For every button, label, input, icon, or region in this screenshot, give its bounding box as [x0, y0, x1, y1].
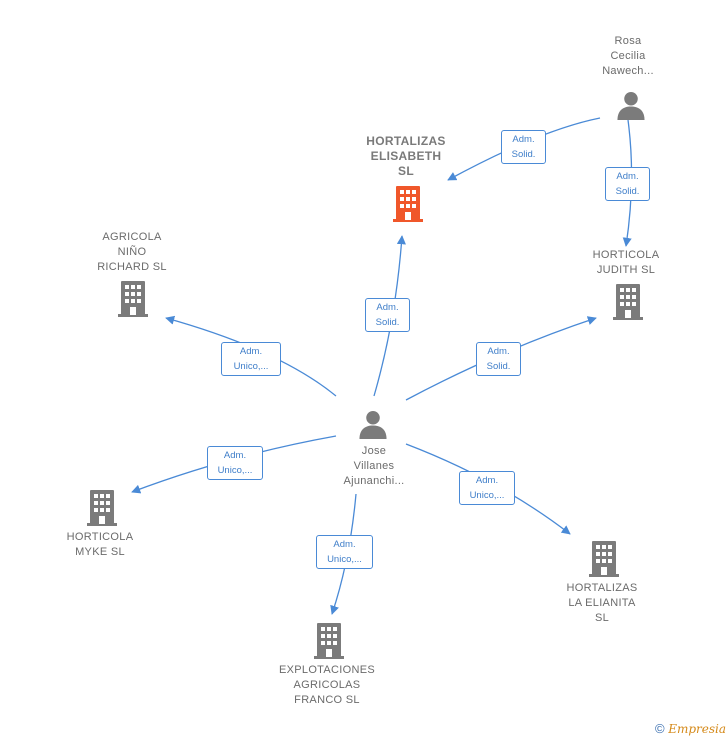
edge-label-jose-elisabeth[interactable]: Adm. Solid.: [365, 298, 410, 332]
edge-label-jose-explotaciones[interactable]: Adm. Unico,...: [316, 535, 373, 569]
node-rosa-label[interactable]: Rosa Cecilia Nawech...: [588, 34, 668, 79]
edge-label-line: Adm.: [475, 475, 499, 486]
label-line: FRANCO SL: [294, 694, 360, 706]
building-icon[interactable]: [589, 541, 619, 577]
edge-label-rosa-judith[interactable]: Adm. Solid.: [605, 167, 650, 201]
copyright-symbol: ©: [654, 721, 665, 736]
label-line: Cecilia: [610, 50, 646, 62]
label-line: Ajunanchi...: [343, 475, 405, 487]
label-line: LA ELIANITA: [568, 597, 636, 609]
node-hortalizas-elisabeth-label[interactable]: HORTALIZAS ELISABETH SL: [350, 134, 462, 179]
brand-logo: Empresia: [668, 722, 726, 736]
node-explotaciones-label[interactable]: EXPLOTACIONES AGRICOLAS FRANCO SL: [268, 663, 386, 708]
node-horticola-myke-label[interactable]: HORTICOLA MYKE SL: [52, 530, 148, 560]
label-line: Nawech...: [602, 65, 654, 77]
edge-label-jose-nino[interactable]: Adm. Unico,...: [221, 342, 281, 376]
edge-label-line: Adm.: [512, 134, 535, 145]
edge-label-line: Solid.: [511, 149, 536, 160]
edge-label-line: Solid.: [375, 317, 400, 328]
label-line: HORTICOLA: [592, 249, 660, 261]
label-line: Villanes: [353, 460, 395, 472]
building-icon[interactable]: [87, 490, 117, 526]
label-line: ELISABETH: [370, 149, 442, 163]
label-line: NIÑO: [117, 246, 147, 258]
edge-label-line: Unico,...: [233, 361, 269, 372]
building-icon[interactable]: [118, 281, 148, 317]
edge-label-line: Adm.: [333, 539, 356, 550]
edge-label-jose-myke[interactable]: Adm. Unico,...: [207, 446, 263, 480]
label-line: Jose: [361, 445, 387, 457]
building-icon[interactable]: [613, 284, 643, 320]
label-line: SL: [594, 612, 610, 624]
node-agricola-nino-label[interactable]: AGRICOLA NIÑO RICHARD SL: [80, 230, 184, 275]
label-line: SL: [398, 164, 414, 178]
label-line: AGRICOLAS: [293, 679, 361, 691]
edge-label-line: Adm.: [223, 450, 247, 461]
node-horticola-judith-label[interactable]: HORTICOLA JUDITH SL: [580, 248, 672, 278]
footer-credit[interactable]: © Empresia: [655, 721, 726, 736]
node-jose-label[interactable]: Jose Villanes Ajunanchi...: [322, 444, 426, 489]
label-line: Rosa: [614, 35, 642, 47]
edge-label-jose-judith[interactable]: Adm. Solid.: [476, 342, 521, 376]
edge-label-line: Unico,...: [327, 554, 362, 565]
edge-label-line: Adm.: [239, 346, 263, 357]
edge-label-line: Adm.: [376, 302, 399, 313]
edge-label-line: Unico,...: [469, 490, 505, 501]
label-line: MYKE SL: [75, 546, 125, 558]
edge-label-rosa-elisabeth[interactable]: Adm. Solid.: [501, 130, 546, 164]
edge-label-line: Unico,...: [217, 465, 253, 476]
edge-label-line: Solid.: [615, 186, 640, 197]
label-line: HORTICOLA: [66, 531, 134, 543]
label-line: AGRICOLA: [102, 231, 162, 243]
label-line: RICHARD SL: [97, 261, 167, 273]
edge-label-line: Solid.: [486, 361, 511, 372]
label-line: HORTALIZAS: [366, 134, 446, 148]
edge-label-jose-elianita[interactable]: Adm. Unico,...: [459, 471, 515, 505]
edge-label-line: Adm.: [487, 346, 510, 357]
person-icon[interactable]: [359, 410, 387, 439]
edge-label-line: Adm.: [616, 171, 639, 182]
person-icon[interactable]: [617, 91, 645, 120]
building-icon[interactable]: [314, 623, 344, 659]
building-icon[interactable]: [393, 186, 423, 222]
label-line: HORTALIZAS: [566, 582, 638, 594]
label-line: EXPLOTACIONES: [279, 664, 375, 676]
node-hortalizas-elianita-label[interactable]: HORTALIZAS LA ELIANITA SL: [552, 581, 652, 626]
label-line: JUDITH SL: [596, 264, 656, 276]
